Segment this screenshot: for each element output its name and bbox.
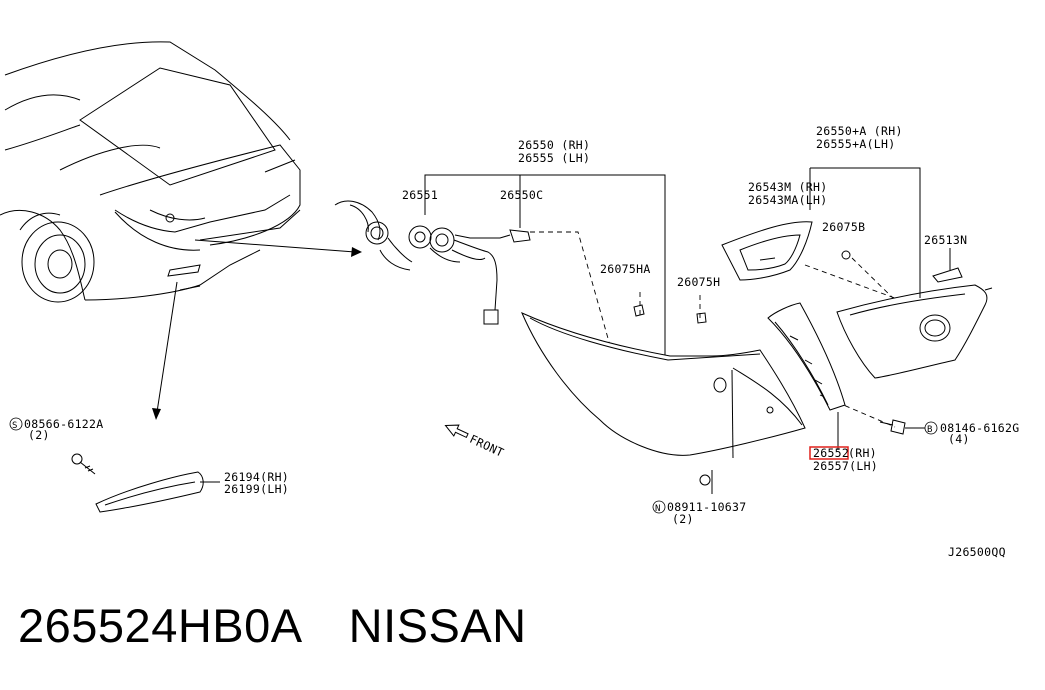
label-plate-26513n — [932, 267, 963, 283]
diagram-code: J26500QQ — [948, 545, 1006, 559]
marker-b: B — [927, 425, 933, 435]
front-label: FRONT — [467, 432, 506, 460]
dash-guide-grommet-b — [851, 257, 896, 301]
circle-marker-s-icon — [9, 417, 23, 431]
wire-harness-26551 — [334, 200, 531, 325]
pointer-arrow-marker — [156, 281, 178, 413]
callout-26550: 26550 (RH) — [518, 138, 590, 152]
callout-26552-side: (RH) — [848, 446, 877, 460]
part-number: 265524HB0A — [18, 599, 303, 652]
callout-08566: 08566-6122A — [24, 417, 103, 431]
car-rear-illustration — [0, 41, 301, 303]
callout-26194: 26194(RH) — [224, 470, 289, 484]
front-direction-indicator: FRONT — [444, 424, 506, 460]
rear-combination-lamp-26550 — [521, 312, 806, 494]
highlight-box — [809, 446, 849, 460]
callout-26199: 26199(LH) — [224, 482, 289, 496]
callout-08566-qty: (2) — [28, 428, 50, 442]
callout-26555a: 26555+A(LH) — [816, 137, 895, 151]
circle-marker-b-icon — [924, 421, 938, 435]
grommet-26075b — [841, 250, 851, 260]
leader-26550 — [424, 174, 666, 355]
grommet-26075ha — [633, 304, 645, 317]
marker-n: N — [655, 504, 661, 514]
bolt-08146 — [879, 419, 925, 435]
callout-26513n: 26513N — [924, 233, 967, 247]
callout-26551: 26551 — [402, 188, 438, 202]
side-marker-lamp-26194 — [95, 471, 220, 513]
callout-26555: 26555 (LH) — [518, 151, 590, 165]
callout-08911-qty: (2) — [672, 512, 694, 526]
callout-26075h: 26075H — [677, 275, 720, 289]
finisher-26552 — [767, 302, 846, 411]
callout-08146: 08146-6162G — [940, 421, 1019, 435]
callout-26075ha: 26075HA — [600, 262, 651, 276]
brand-name: NISSAN — [348, 599, 527, 652]
arrowhead-icon — [152, 408, 161, 420]
dash-guide-gasket — [804, 264, 901, 301]
circle-marker-n-icon — [652, 500, 666, 514]
screw-08566 — [71, 453, 96, 475]
callout-08146-qty: (4) — [948, 432, 970, 446]
grommet-26075h — [696, 312, 707, 324]
callout-26543m: 26543M (RH) — [748, 180, 827, 194]
callout-08911: 08911-10637 — [667, 500, 746, 514]
callout-26543ma: 26543MA(LH) — [748, 193, 827, 207]
leader-26550a — [810, 167, 921, 298]
rear-lamp-26550a — [836, 284, 993, 379]
callout-26557: 26557(LH) — [813, 459, 878, 473]
callout-26550c: 26550C — [500, 188, 543, 202]
marker-s: S — [12, 421, 18, 431]
footer-caption: 265524HB0A NISSAN — [18, 598, 527, 653]
callout-26552: 26552 — [813, 446, 849, 460]
pointer-arrow-harness — [194, 239, 356, 253]
dash-guide-socket — [530, 231, 722, 389]
nut-icon — [699, 474, 711, 486]
callout-26075b: 26075B — [822, 220, 865, 234]
gasket-26543m — [721, 221, 813, 281]
callout-26550a: 26550+A (RH) — [816, 124, 903, 138]
arrowhead-icon — [351, 247, 362, 257]
